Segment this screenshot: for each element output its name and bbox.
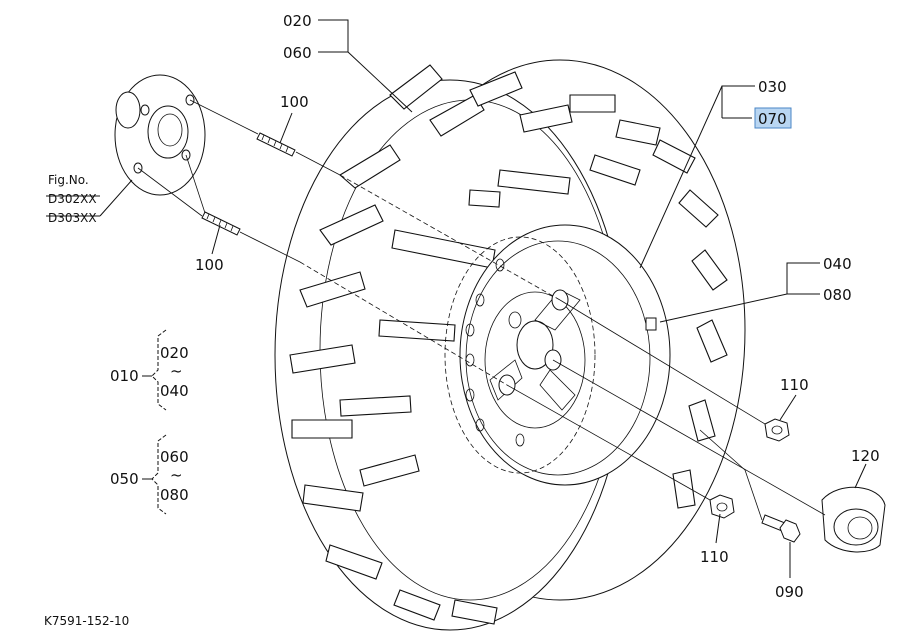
callout-090[interactable]: 090 bbox=[775, 583, 804, 601]
callout-110-right[interactable]: 110 bbox=[780, 376, 809, 394]
stud-top bbox=[256, 132, 296, 157]
hub-bore-inner bbox=[157, 113, 183, 147]
callout-110-bottom[interactable]: 110 bbox=[700, 548, 729, 566]
bolt-090 bbox=[761, 514, 801, 543]
rim-bolt-ring bbox=[484, 291, 586, 429]
tread-blocks bbox=[289, 64, 728, 625]
valve-stem bbox=[645, 317, 657, 331]
callout-080[interactable]: 080 bbox=[823, 286, 852, 304]
fig-ref-label: Fig.No. bbox=[48, 173, 89, 187]
group-010-from[interactable]: 020 bbox=[160, 344, 189, 362]
rim-center bbox=[516, 320, 554, 370]
group-050-tilde: ~ bbox=[170, 466, 183, 484]
right-axis-lines bbox=[506, 299, 826, 521]
callout-060[interactable]: 060 bbox=[283, 44, 312, 62]
diagram-code: K7591-152-10 bbox=[44, 614, 129, 628]
lug-nut-right bbox=[764, 418, 790, 442]
callout-040[interactable]: 040 bbox=[823, 255, 852, 273]
lug-nut-bottom bbox=[709, 494, 735, 519]
group-010-id[interactable]: 010 bbox=[110, 367, 139, 385]
callout-120[interactable]: 120 bbox=[851, 447, 880, 465]
callout-100-top[interactable]: 100 bbox=[280, 93, 309, 111]
rim-back-dashed bbox=[444, 236, 596, 474]
group-010: 010 020 ~ 040 bbox=[110, 329, 189, 411]
hub-back bbox=[115, 91, 141, 129]
rim-outer bbox=[459, 224, 671, 486]
group-050-id[interactable]: 050 bbox=[110, 470, 139, 488]
fig-ref-d302[interactable]: D302XX bbox=[48, 192, 97, 206]
group-050-to[interactable]: 080 bbox=[160, 486, 189, 504]
hub-bore-outer bbox=[147, 105, 189, 159]
fig-ref-d303[interactable]: D303XX bbox=[48, 211, 97, 225]
callout-070-highlight bbox=[754, 107, 792, 129]
tire-drawing bbox=[274, 59, 746, 631]
callout-100-bottom[interactable]: 100 bbox=[195, 256, 224, 274]
hub-axis-lines bbox=[137, 99, 561, 386]
group-050-from[interactable]: 060 bbox=[160, 448, 189, 466]
callout-070[interactable]: 070 bbox=[758, 110, 787, 128]
group-050: 050 060 ~ 080 bbox=[110, 434, 189, 515]
callout-020[interactable]: 020 bbox=[283, 12, 312, 30]
hub-cap-120 bbox=[821, 486, 886, 553]
stud-bottom bbox=[201, 211, 241, 236]
group-010-tilde: ~ bbox=[170, 362, 183, 380]
group-010-to[interactable]: 040 bbox=[160, 382, 189, 400]
hub-drawing bbox=[114, 74, 206, 196]
callout-030[interactable]: 030 bbox=[758, 78, 787, 96]
callout-leaders bbox=[46, 19, 867, 578]
